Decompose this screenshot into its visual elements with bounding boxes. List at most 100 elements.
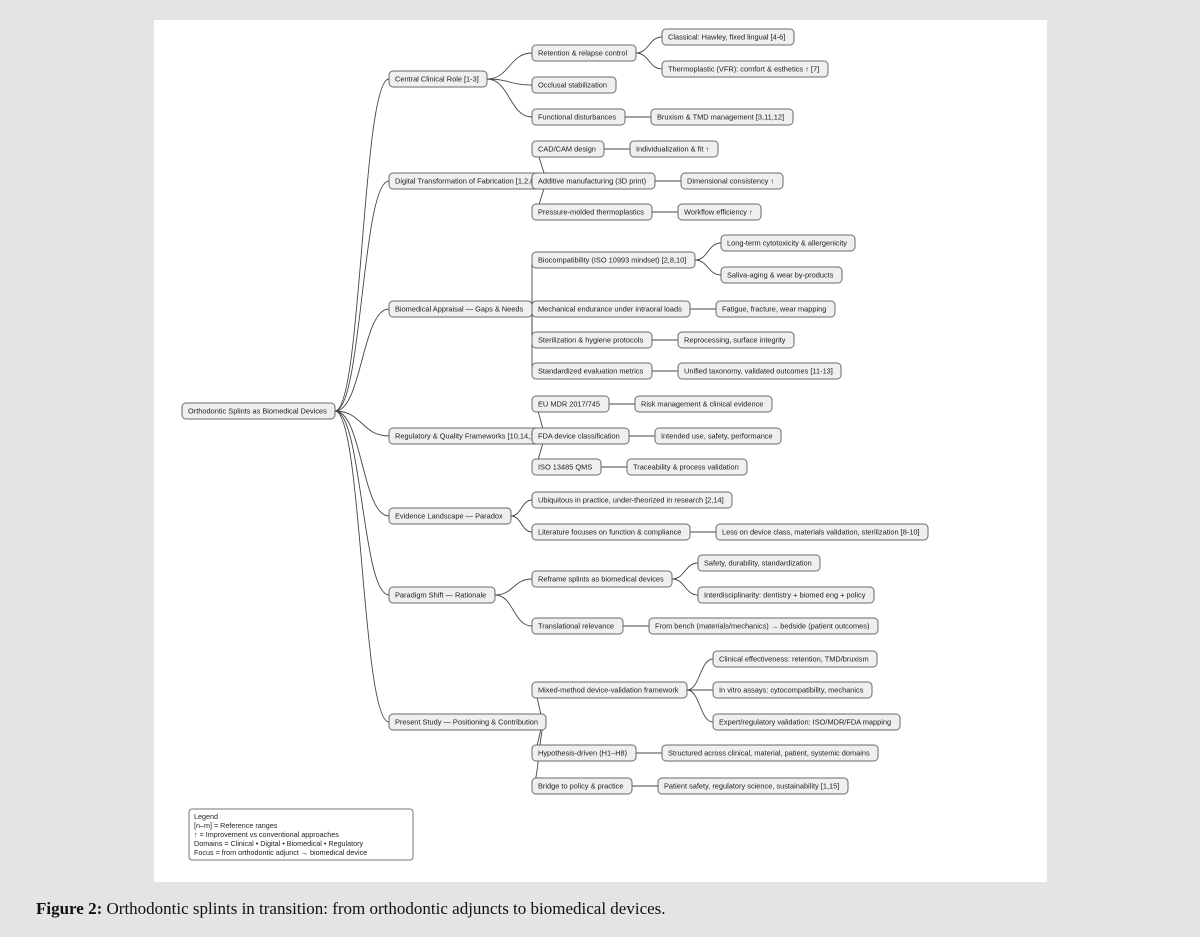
node-label: Present Study — Positioning & Contributi…: [395, 718, 538, 727]
connector-line: [686, 658, 714, 691]
node-label: Individualization & fit ↑: [636, 145, 709, 154]
node-label: Mechanical endurance under intraoral loa…: [538, 305, 682, 314]
node-label: Dimensional consistency ↑: [687, 177, 774, 186]
node-box: [531, 570, 673, 588]
legend: Legend [n–m] = Reference ranges ↑ = Impr…: [188, 808, 414, 861]
node-box: [531, 108, 626, 126]
connector-line: [694, 242, 722, 261]
node-less-on-device-class-materials-validatio: Less on device class, materials validati…: [715, 523, 929, 541]
node-safety-durability-standardization: Safety, durability, standardization: [697, 554, 821, 572]
node-literature-focuses-on-function-complianc: Literature focuses on function & complia…: [531, 523, 691, 541]
mindmap-diagram: Orthodontic Splints as Biomedical Device…: [181, 28, 929, 861]
node-expert-regulatory-validation-iso-mdr-fda: Expert/regulatory validation: ISO/MDR/FD…: [712, 713, 901, 731]
node-bruxism-tmd-management-3-11-12: Bruxism & TMD management [3,11,12]: [650, 108, 794, 126]
node-label: Bruxism & TMD management [3,11,12]: [657, 113, 784, 122]
node-box: [531, 681, 688, 699]
node-box: [657, 777, 849, 795]
node-label: Mixed-method device-validation framework: [538, 686, 679, 695]
node-functional-disturbances: Functional disturbances: [531, 108, 626, 126]
node-box: [531, 44, 637, 62]
node-label: Translational relevance: [538, 622, 614, 631]
figure-caption: Figure 2: Orthodontic splints in transit…: [36, 899, 666, 919]
node-box: [531, 523, 691, 541]
node-biocompatibility-iso-10993-mindset-2-8-1: Biocompatibility (ISO 10993 mindset) [2,…: [531, 251, 696, 269]
node-box: [531, 172, 656, 190]
node-dimensional-consistency: Dimensional consistency ↑: [680, 172, 784, 190]
node-box: [181, 402, 336, 420]
node-box: [531, 427, 630, 445]
node-box: [661, 744, 879, 762]
node-label: In vitro assays: cytocompatibility, mech…: [719, 686, 864, 695]
node-label: Hypothesis-driven (H1–H8): [538, 749, 627, 758]
legend-title: Legend: [194, 812, 218, 821]
node-label: Workflow efficiency ↑: [684, 208, 753, 217]
node-label: Regulatory & Quality Frameworks [10,14,1…: [395, 432, 540, 441]
node-traceability-process-validation: Traceability & process validation: [626, 458, 748, 476]
node-box: [720, 266, 843, 284]
node-label: Less on device class, materials validati…: [722, 528, 920, 537]
node-ubiquitous-in-practice-under-theorized-i: Ubiquitous in practice, under-theorized …: [531, 491, 733, 509]
node-interdisciplinarity-dentistry-biomed-eng: Interdisciplinarity: dentistry + biomed …: [697, 586, 875, 604]
connector-line: [671, 578, 699, 596]
node-label: Risk management & clinical evidence: [641, 400, 763, 409]
node-box: [531, 300, 691, 318]
legend-improvement: ↑ = Improvement vs conventional approach…: [194, 830, 339, 839]
node-digital-transformation-of-fabrication-1-: Digital Transformation of Fabrication [1…: [388, 172, 552, 190]
node-box: [531, 362, 653, 380]
node-label: CAD/CAM design: [538, 145, 596, 154]
node-box: [712, 713, 901, 731]
node-box: [661, 60, 829, 78]
legend-box: [188, 808, 414, 861]
node-box: [720, 234, 856, 252]
node-label: Unified taxonomy, validated outcomes [11…: [684, 367, 833, 376]
node-clinical-effectiveness-retention-tmd-bru: Clinical effectiveness: retention, TMD/b…: [712, 650, 878, 668]
node-label: Standardized evaluation metrics: [538, 367, 643, 376]
node-box: [531, 744, 637, 762]
node-box: [531, 76, 617, 94]
node-translational-relevance: Translational relevance: [531, 617, 624, 635]
node-eu-mdr-2017-745: EU MDR 2017/745: [531, 395, 610, 413]
node-label: Ubiquitous in practice, under-theorized …: [538, 496, 724, 505]
node-present-study-positioning-contribution: Present Study — Positioning & Contributi…: [388, 713, 547, 731]
node-label: Literature focuses on function & complia…: [538, 528, 681, 537]
connector-line: [510, 515, 533, 533]
node-label: Interdisciplinarity: dentistry + biomed …: [704, 591, 866, 600]
connector-line: [494, 578, 533, 596]
node-box: [531, 331, 653, 349]
node-label: Saliva-aging & wear by-products: [727, 271, 834, 280]
node-box: [388, 507, 512, 525]
connector-line: [686, 689, 714, 723]
node-box: [388, 586, 496, 604]
node-box: [677, 203, 762, 221]
node-box: [650, 108, 794, 126]
connector-line: [486, 78, 533, 118]
connector-line: [671, 562, 699, 580]
node-box: [629, 140, 719, 158]
node-label: ISO 13485 QMS: [538, 463, 592, 472]
legend-reference-ranges: [n–m] = Reference ranges: [194, 821, 278, 830]
node-label: Clinical effectiveness: retention, TMD/b…: [719, 655, 869, 664]
node-patient-safety-regulatory-science-sustai: Patient safety, regulatory science, sust…: [657, 777, 849, 795]
node-classical-hawley-fixed-lingual-4-6: Classical: Hawley, fixed lingual [4-6]: [661, 28, 795, 46]
figure-panel: Orthodontic Splints as Biomedical Device…: [154, 20, 1047, 882]
node-box: [531, 777, 633, 795]
node-evidence-landscape-paradox: Evidence Landscape — Paradox: [388, 507, 512, 525]
node-thermoplastic-vfr-comfort-esthetics-7: Thermoplastic (VFR): comfort & esthetics…: [661, 60, 829, 78]
node-box: [654, 427, 782, 445]
node-box: [680, 172, 784, 190]
connector-line: [494, 594, 533, 627]
node-in-vitro-assays-cytocompatibility-mechan: In vitro assays: cytocompatibility, mech…: [712, 681, 873, 699]
node-label: Additive manufacturing (3D print): [538, 177, 646, 186]
node-box: [697, 554, 821, 572]
figure-caption-label: Figure 2:: [36, 899, 103, 918]
node-box: [715, 523, 929, 541]
node-retention-relapse-control: Retention & relapse control: [531, 44, 637, 62]
connector-line: [334, 410, 390, 723]
node-hypothesis-driven-h1-h8: Hypothesis-driven (H1–H8): [531, 744, 637, 762]
node-box: [531, 251, 696, 269]
node-label: Biomedical Appraisal — Gaps & Needs: [395, 305, 523, 314]
node-reframe-splints-as-biomedical-devices: Reframe splints as biomedical devices: [531, 570, 673, 588]
node-label: Paradigm Shift — Rationale: [395, 591, 486, 600]
node-label: Reframe splints as biomedical devices: [538, 575, 664, 584]
connector-line: [334, 410, 390, 437]
